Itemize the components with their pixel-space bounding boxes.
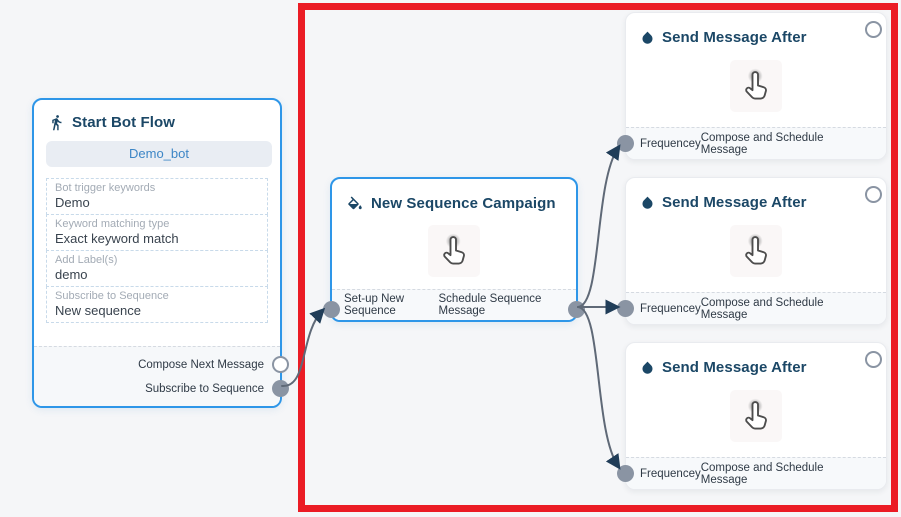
node-new-sequence-campaign[interactable]: New Sequence Campaign Set-up New Sequenc… [323, 177, 585, 322]
start-node-title: Start Bot Flow [72, 114, 176, 131]
click-hand-icon[interactable] [730, 225, 782, 277]
output-port-compose-next-message[interactable] [272, 356, 289, 373]
send-output-label: Compose and Schedule Message [700, 461, 824, 486]
send-node-header: Send Message After [626, 343, 886, 376]
field-keyword-matching-type[interactable]: Keyword matching type Exact keyword matc… [46, 214, 268, 251]
edge-schedule-to-send-1 [577, 144, 621, 308]
send-node-body [626, 376, 886, 456]
water-drop-icon [642, 31, 653, 44]
output-row-compose-next-message: Compose Next Message [138, 358, 264, 371]
water-drop-icon [642, 196, 653, 209]
start-node-header: Start Bot Flow [34, 100, 280, 131]
output-port-compose-schedule[interactable] [865, 351, 882, 368]
input-port-frequency[interactable] [617, 465, 634, 482]
node-start-bot-flow[interactable]: Start Bot Flow Demo_bot Bot trigger keyw… [32, 98, 289, 408]
campaign-output-label: Schedule Sequence Message [438, 293, 542, 317]
field-subscribe-to-sequence[interactable]: Subscribe to Sequence New sequence [46, 286, 268, 323]
output-row-subscribe-to-sequence: Subscribe to Sequence [145, 382, 264, 395]
output-port-subscribe-to-sequence[interactable] [272, 380, 289, 397]
campaign-node-body [332, 212, 576, 290]
send-output-label: Compose and Schedule Message [700, 131, 824, 156]
campaign-node-title: New Sequence Campaign [371, 195, 556, 212]
input-port-setup-new-sequence[interactable] [323, 301, 340, 318]
send-node-title: Send Message After [662, 194, 807, 211]
send-node-body [626, 46, 886, 126]
send-input-label: Frequencey [640, 467, 701, 480]
send-node-header: Send Message After [626, 178, 886, 211]
input-port-frequency[interactable] [617, 300, 634, 317]
output-port-compose-schedule[interactable] [865, 21, 882, 38]
water-drop-icon [642, 361, 653, 374]
send-node-footer: Frequencey Compose and Schedule Message [626, 292, 886, 324]
output-port-compose-schedule[interactable] [865, 186, 882, 203]
edge-subscribe-to-setup [281, 307, 326, 388]
campaign-node-header: New Sequence Campaign [332, 179, 576, 212]
campaign-input-label: Set-up New Sequence [344, 293, 405, 317]
click-hand-icon[interactable] [428, 225, 480, 277]
send-node-title: Send Message After [662, 359, 807, 376]
bot-name-button[interactable]: Demo_bot [46, 141, 272, 167]
send-input-label: Frequencey [640, 302, 701, 315]
send-node-body [626, 211, 886, 291]
edge-schedule-to-send-3 [577, 306, 621, 470]
start-node-footer: Compose Next Message Subscribe to Sequen… [34, 346, 280, 406]
click-hand-icon[interactable] [730, 60, 782, 112]
send-output-label: Compose and Schedule Message [700, 296, 824, 321]
start-node-fields: Bot trigger keywords Demo Keyword matchi… [46, 178, 268, 323]
field-bot-trigger-keywords[interactable]: Bot trigger keywords Demo [46, 178, 268, 215]
campaign-node-footer: Set-up New Sequence Schedule Sequence Me… [332, 289, 576, 320]
output-port-schedule-sequence-message[interactable] [568, 301, 585, 318]
send-node-footer: Frequencey Compose and Schedule Message [626, 127, 886, 159]
send-node-header: Send Message After [626, 13, 886, 46]
node-send-message-after-1[interactable]: Send Message After Frequencey Compose an… [617, 12, 887, 160]
click-hand-icon[interactable] [730, 390, 782, 442]
field-add-labels[interactable]: Add Label(s) demo [46, 250, 268, 287]
node-send-message-after-3[interactable]: Send Message After Frequencey Compose an… [617, 342, 887, 490]
send-input-label: Frequencey [640, 137, 701, 150]
node-send-message-after-2[interactable]: Send Message After Frequencey Compose an… [617, 177, 887, 325]
send-node-title: Send Message After [662, 29, 807, 46]
paint-bucket-icon [348, 196, 362, 209]
walking-person-icon [52, 115, 62, 131]
input-port-frequency[interactable] [617, 135, 634, 152]
send-node-footer: Frequencey Compose and Schedule Message [626, 457, 886, 489]
